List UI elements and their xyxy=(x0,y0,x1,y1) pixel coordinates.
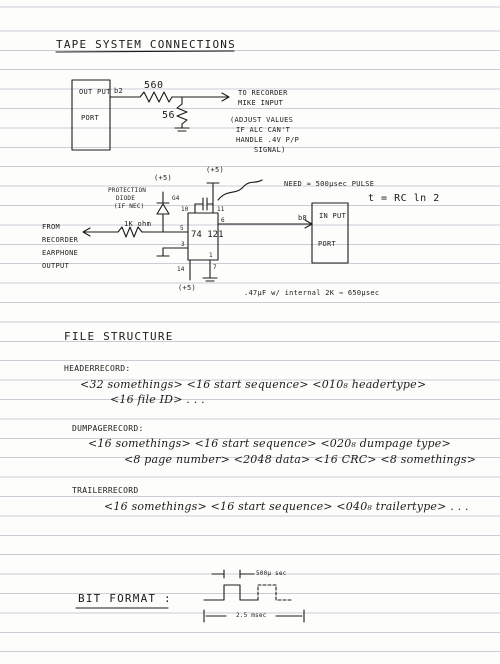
pin-14: 14 xyxy=(177,266,185,273)
adjust-note-line1: (ADJUST VALUES xyxy=(230,116,294,124)
page-title: TAPE SYSTEM CONNECTIONS xyxy=(56,38,236,51)
diode-symbol xyxy=(156,203,170,215)
to-recorder-line2: MIKE INPUT xyxy=(238,99,284,107)
header-record-label: HEADERRECORD: xyxy=(64,364,131,373)
trailer-record-line1: <16 somethings> <16 start sequence> <040… xyxy=(104,500,469,513)
note-pointer xyxy=(217,179,263,201)
file-structure-heading: FILE STRUCTURE xyxy=(64,330,174,343)
input-port-label-port: PORT xyxy=(318,240,337,248)
plus5-pin14: (+5) xyxy=(178,284,197,292)
capacitor-note: .47μF w/ internal 2K ⇒ 650μsec xyxy=(244,289,380,297)
chip-74121 xyxy=(187,212,219,261)
need-pulse-note: NEED ≈ 500μsec PULSE xyxy=(284,180,375,188)
plus5-diode: (+5) xyxy=(154,174,173,182)
pin-1: 1 xyxy=(209,252,213,259)
protection-label-3: (IF NEC) xyxy=(114,203,145,210)
adjust-note-line2: IF ALC CAN'T xyxy=(236,126,291,134)
trailer-record-label: TRAILERRECORD xyxy=(72,486,139,495)
timing-formula: t = RC ln 2 xyxy=(368,193,440,204)
bit-period-label: 2.5 msec xyxy=(236,612,267,619)
pin-3: 3 xyxy=(181,241,185,248)
dumpage-record-label: DUMPAGERECORD: xyxy=(72,424,144,433)
adjust-note-line3: HANDLE .4V P/P xyxy=(236,136,300,144)
title-underline xyxy=(55,50,235,53)
bit-label-b2: b2 xyxy=(114,87,124,95)
resistor-560-label: 560 xyxy=(144,80,164,91)
resistor-1k-label: 1K ohm xyxy=(124,220,152,228)
arrow-head xyxy=(82,227,91,237)
output-port-label-port: PORT xyxy=(81,114,100,122)
adjust-note-line4: SIGNAL) xyxy=(254,146,286,154)
diode-label: G4 xyxy=(172,195,180,202)
pin-6: 6 xyxy=(221,217,225,224)
waveform-pulse xyxy=(203,584,259,601)
input-port-label-in: IN PUT xyxy=(319,212,347,220)
from-recorder-line3: EARPHONE xyxy=(42,249,79,257)
plus5-cap: (+5) xyxy=(206,166,225,174)
chip-label: 74 121 xyxy=(191,230,224,240)
dumpage-record-line1: <16 somethings> <16 start sequence> <020… xyxy=(88,437,451,450)
pin-7: 7 xyxy=(213,264,217,271)
pin-10: 10 xyxy=(181,206,189,213)
input-bit-label: b8 xyxy=(298,214,308,222)
protection-label-2: DIODE xyxy=(116,195,136,202)
pulse-width-label: 500μ sec xyxy=(256,570,287,577)
from-recorder-line4: OUTPUT xyxy=(42,262,70,270)
to-recorder-line1: TO RECORDER xyxy=(238,89,288,97)
resistor-1k xyxy=(117,226,143,238)
resistor-56-label: 56 xyxy=(162,110,176,121)
dumpage-record-line2: <8 page number> <2048 data> <16 CRC> <8 … xyxy=(124,453,477,466)
input-port-box xyxy=(311,202,349,264)
bit-format-label: BIT FORMAT : xyxy=(78,592,172,605)
output-port-box xyxy=(71,79,111,151)
pin-5: 5 xyxy=(180,225,184,232)
pin-11: 11 xyxy=(217,206,225,213)
from-recorder-line2: RECORDER xyxy=(42,236,79,244)
arrow-head xyxy=(221,92,230,102)
from-recorder-line1: FROM xyxy=(42,223,61,231)
output-port-label-out: OUT PUT xyxy=(79,88,111,96)
resistor-56 xyxy=(176,103,188,125)
waveform-dashed xyxy=(257,584,293,601)
header-record-line1: <32 somethings> <16 start sequence> <010… xyxy=(80,378,427,391)
header-record-line2: <16 file ID> . . . xyxy=(110,393,205,406)
resistor-560 xyxy=(139,91,173,103)
protection-label-1: PROTECTION xyxy=(108,187,147,194)
